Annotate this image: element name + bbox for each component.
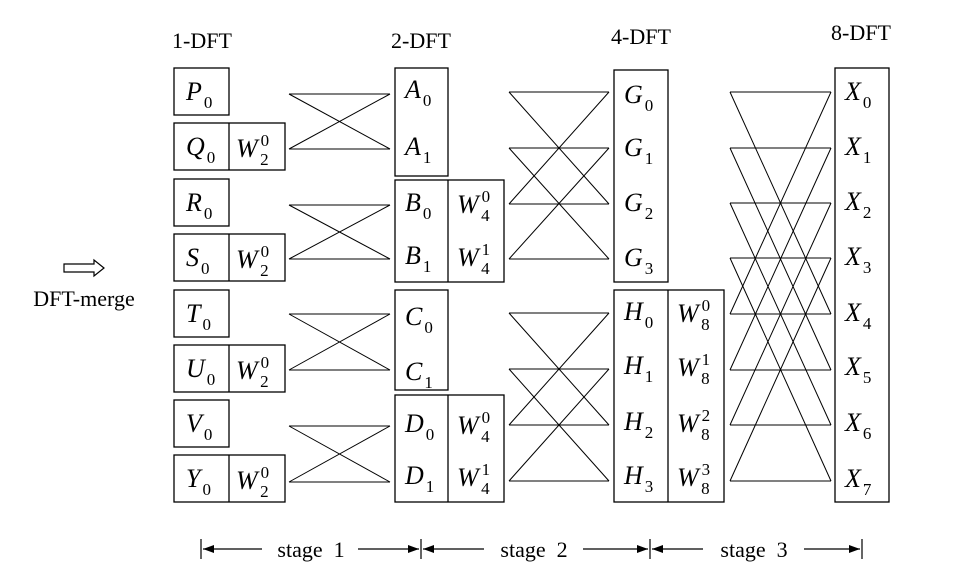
frame-col2-b <box>394 179 505 283</box>
frame-col2-c <box>394 289 449 391</box>
stage1-arrowhead-left <box>203 545 214 553</box>
stage3-group0-cross-5 <box>729 147 832 371</box>
stage2-arrowhead-right <box>637 545 648 553</box>
stage2-arrowhead-left <box>423 545 434 553</box>
stage2-group0-cross-3 <box>508 147 610 260</box>
cell-box-col1-6 <box>173 399 230 448</box>
butterfly-wires <box>288 91 832 483</box>
frame-col3-g <box>613 69 669 283</box>
stage-3-label: stage 3 <box>720 537 787 562</box>
stage1-group3-cross-b <box>288 425 391 483</box>
header-1-dft: 1-DFT <box>172 28 232 53</box>
stage1-group0-cross-b <box>288 93 391 150</box>
cell-box-col1-0 <box>173 67 230 116</box>
stage1-group1-cross-b <box>288 204 391 260</box>
stage2-group0-cross-2 <box>508 91 610 205</box>
header-4-dft: 4-DFT <box>611 24 671 49</box>
dft-merge-label: DFT-merge <box>33 286 134 311</box>
stage2-group1-cross-3 <box>508 368 610 482</box>
stage3-arrowhead-right <box>849 545 860 553</box>
stage3-arrowhead-left <box>652 545 663 553</box>
frame-col3-h <box>613 289 725 503</box>
frame-col4-x <box>834 67 890 503</box>
cell-box-col1-2 <box>173 178 230 227</box>
frames <box>394 67 890 503</box>
stage1-arrowhead-right <box>408 545 419 553</box>
stage-2-label: stage 2 <box>500 537 567 562</box>
stage-1-label: stage 1 <box>277 537 344 562</box>
cell-box-col1-4 <box>173 289 230 338</box>
stage3-group0-cross-7 <box>729 257 832 482</box>
stage1-group2-cross-b <box>288 313 391 371</box>
header-2-dft: 2-DFT <box>391 28 451 53</box>
stage2-group1-cross-2 <box>508 312 610 426</box>
frame-col2-a <box>394 67 449 177</box>
stage3-group0-cross-4 <box>729 91 832 315</box>
header-8-dft: 8-DFT <box>831 20 891 45</box>
double-arrow-right-icon <box>63 258 105 278</box>
stage3-group0-cross-6 <box>729 202 832 426</box>
frame-col2-d <box>394 394 505 503</box>
stage-axis: stage 1 stage 2 stage 3 <box>200 537 863 562</box>
